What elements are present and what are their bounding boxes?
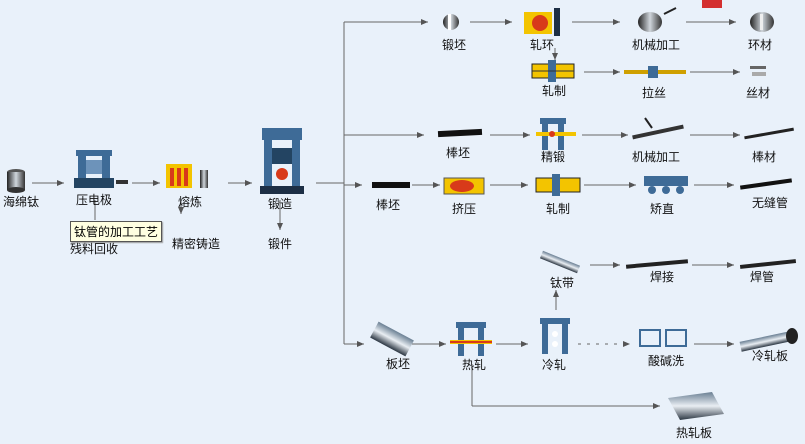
label-banpi: 板坯	[386, 357, 411, 371]
bar-billet-icon-2	[372, 182, 410, 188]
label-haimian: 海绵钛	[3, 195, 40, 209]
label-duanjian: 锻件	[268, 237, 293, 251]
close-icon[interactable]	[702, 0, 722, 8]
rolling-tube-icon	[535, 174, 581, 196]
ring-rolling-icon	[524, 8, 560, 36]
label-jingmi: 精密铸造	[172, 237, 221, 251]
titanium-strip-icon	[539, 250, 581, 274]
label-suanjian: 酸碱洗	[648, 354, 685, 368]
forging-billet-icon	[443, 14, 459, 30]
label-zhazhi1: 轧制	[542, 84, 567, 98]
sponge-titanium-icon	[7, 169, 25, 193]
hot-rolling-icon	[450, 322, 492, 356]
straightening-icon	[644, 176, 688, 194]
cold-rolling-icon	[540, 318, 570, 354]
connector-lines	[32, 19, 740, 409]
hot-rolled-sheet-icon	[668, 392, 724, 420]
smelting-furnace-icon	[166, 164, 208, 188]
label-jingduan: 精锻	[541, 150, 566, 164]
label-jiaozhi: 矫直	[650, 202, 675, 216]
welded-tube-icon	[739, 259, 797, 269]
label-lasi: 拉丝	[642, 86, 667, 100]
forging-press-icon	[260, 128, 304, 194]
label-lengzhaban: 冷轧板	[752, 349, 789, 363]
ring-product-icon	[750, 12, 774, 32]
tooltip: 钛管的加工工艺	[70, 221, 163, 242]
slab-icon	[370, 321, 414, 357]
label-jiya: 挤压	[452, 202, 477, 216]
label-zhahuan: 轧环	[530, 38, 555, 52]
bar-billet-icon-1	[437, 128, 483, 138]
label-rezha: 热轧	[462, 358, 487, 372]
precision-forging-icon	[536, 118, 576, 150]
seamless-tube-icon	[739, 178, 793, 190]
rolling-wire-icon	[531, 60, 575, 82]
label-hanjie: 焊接	[650, 270, 675, 284]
label-zhazhi2: 轧制	[546, 202, 571, 216]
cold-rolled-sheet-icon	[739, 328, 798, 352]
label-huancai: 环材	[748, 38, 773, 52]
label-sicai: 丝材	[746, 86, 771, 100]
extrusion-icon	[443, 177, 485, 195]
label-hanguan: 焊管	[750, 270, 775, 284]
label-lengzha: 冷轧	[542, 358, 567, 372]
label-taidai: 钛带	[550, 276, 575, 290]
label-duanzao: 锻造	[268, 197, 293, 211]
label-jixie1: 机械加工	[632, 38, 681, 52]
label-bangpi2: 棒坯	[376, 198, 401, 212]
label-yadianji: 压电极	[76, 193, 113, 207]
electrode-press-icon	[74, 150, 128, 188]
label-jixie2: 机械加工	[632, 150, 681, 164]
label-duanpi: 锻坯	[442, 38, 467, 52]
wire-drawing-icon	[624, 66, 686, 78]
wire-product-icon	[750, 66, 766, 76]
label-rezhaban: 热轧板	[676, 426, 713, 440]
machining-bar-icon	[632, 117, 684, 140]
label-ronglian: 熔炼	[178, 195, 203, 209]
label-canliao: 残料回收	[70, 242, 119, 256]
label-wufengguan: 无缝管	[752, 196, 789, 210]
label-bangcai: 棒材	[752, 150, 777, 164]
machining-ring-icon	[638, 7, 677, 32]
welding-icon	[625, 259, 689, 269]
label-bangpi1: 棒坯	[446, 146, 471, 160]
pickling-icon	[639, 329, 687, 347]
bar-product-icon	[744, 127, 794, 140]
